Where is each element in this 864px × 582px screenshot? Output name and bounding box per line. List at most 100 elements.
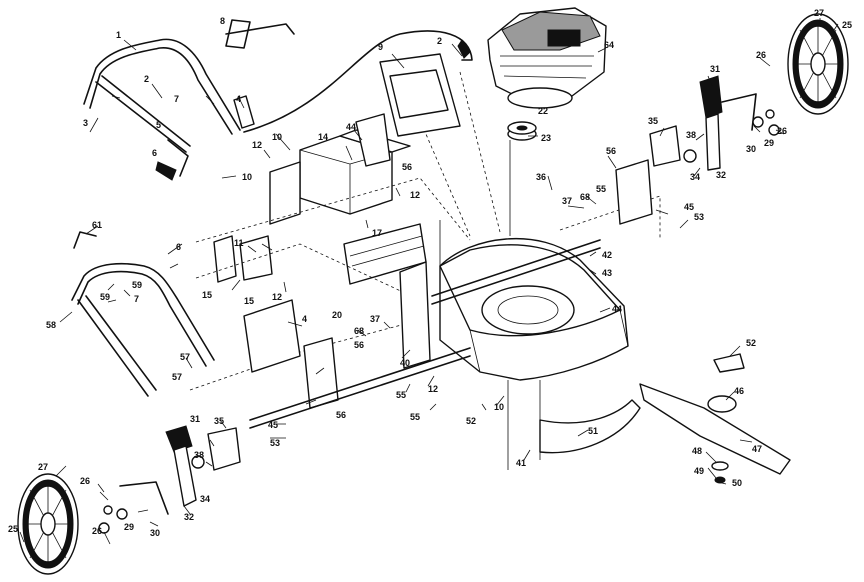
callout-label: 50	[732, 478, 742, 488]
callout-label: 29	[124, 522, 134, 532]
callout-label: 15	[244, 296, 254, 306]
callout-label: 38	[686, 130, 696, 140]
callout-label: 14	[318, 132, 328, 142]
wheel-bracket-right	[615, 159, 653, 225]
callout-label: 35	[648, 116, 658, 126]
blade-assembly	[639, 353, 791, 484]
mulch-baffle	[539, 399, 641, 454]
callout-label: 17	[372, 228, 382, 238]
callout-label: 55	[410, 412, 420, 422]
height-adjuster-right	[649, 75, 780, 171]
callout-label: 34	[200, 494, 210, 504]
callout-label: 26	[777, 126, 787, 136]
side-plate	[399, 261, 431, 369]
callout-label: 47	[752, 444, 762, 454]
callout-label: 2	[437, 36, 442, 46]
callout-label: 25	[842, 20, 852, 30]
callout-label: 68	[354, 326, 364, 336]
callout-label: 34	[690, 172, 700, 182]
callout-label: 59	[100, 292, 110, 302]
callout-label: 6	[152, 148, 157, 158]
callout-label: 11	[234, 238, 244, 248]
upper-handle	[83, 38, 241, 181]
callout-label: 36	[536, 172, 546, 182]
callout-label: 9	[378, 42, 383, 52]
callout-label: 20	[332, 310, 342, 320]
callout-label: 37	[562, 196, 572, 206]
callout-label: 35	[214, 416, 224, 426]
callout-label: 43	[602, 268, 612, 278]
callout-label: 22	[538, 106, 548, 116]
callout-label: 56	[354, 340, 364, 350]
callout-label: 12	[428, 384, 438, 394]
callout-label: 55	[596, 184, 606, 194]
callout-label: 12	[410, 190, 420, 200]
callout-label: 25	[8, 524, 18, 534]
engine	[487, 7, 607, 109]
callout-label: 53	[270, 438, 280, 448]
callout-label: 45	[268, 420, 278, 430]
callout-label: 37	[370, 314, 380, 324]
bolt-set	[507, 380, 541, 470]
callout-label: 55	[396, 390, 406, 400]
callout-label: 57	[172, 372, 182, 382]
callout-label: 2	[144, 74, 149, 84]
callout-label: 29	[764, 138, 774, 148]
callout-label: 42	[602, 250, 612, 260]
callout-label: 12	[252, 140, 262, 150]
front-axle	[249, 347, 471, 429]
callout-label: 1	[116, 30, 121, 40]
callout-label: 10	[272, 132, 282, 142]
callout-label: 40	[400, 358, 410, 368]
callout-label: 26	[756, 50, 766, 60]
leader-lines	[19, 18, 839, 545]
callout-label: 15	[202, 290, 212, 300]
callout-label: 61	[92, 220, 102, 230]
callout-label: 41	[516, 458, 526, 468]
callout-label: 10	[242, 172, 252, 182]
callout-label: 31	[190, 414, 200, 424]
callout-label: 44	[612, 304, 622, 314]
callout-label: 10	[494, 402, 504, 412]
callout-label: 52	[466, 416, 476, 426]
callout-label: 8	[220, 16, 225, 26]
rear-axle	[431, 239, 601, 305]
callout-label: 4	[236, 94, 241, 104]
callout-label: 56	[336, 410, 346, 420]
callout-label: 31	[710, 64, 720, 74]
callout-labels: 1 2 2 3 4 4 5 6 6 7 7 8 9 10 10 10 11 12…	[8, 8, 852, 538]
callout-label: 4	[302, 314, 307, 324]
engine-pulley	[507, 121, 537, 141]
callout-label: 30	[150, 528, 160, 538]
callout-label: 45	[684, 202, 694, 212]
height-adjuster-left	[98, 425, 241, 534]
callout-label: 44	[346, 122, 356, 132]
rear-wheel-right	[787, 13, 849, 115]
cable-clip	[457, 39, 471, 59]
handle-knob	[233, 95, 255, 129]
callout-label: 57	[180, 352, 190, 362]
callout-label: 49	[694, 466, 704, 476]
front-wheel-left	[17, 473, 79, 575]
callout-label: 56	[606, 146, 616, 156]
deflector-plate	[243, 299, 301, 373]
callout-label: 7	[174, 94, 179, 104]
callout-label: 27	[38, 462, 48, 472]
callout-label: 23	[541, 133, 551, 143]
callout-label: 12	[272, 292, 282, 302]
callout-label: 32	[716, 170, 726, 180]
rear-bracket-assembly	[269, 129, 411, 225]
callout-label: 3	[83, 118, 88, 128]
callout-label: 38	[194, 450, 204, 460]
control-bail	[225, 19, 295, 49]
callout-label: 53	[694, 212, 704, 222]
rear-door	[379, 53, 461, 137]
callout-label: 48	[692, 446, 702, 456]
callout-label: 7	[134, 294, 139, 304]
callout-label: 5	[156, 120, 161, 130]
callout-label: 32	[184, 512, 194, 522]
callout-label: 46	[734, 386, 744, 396]
callout-label: 52	[746, 338, 756, 348]
